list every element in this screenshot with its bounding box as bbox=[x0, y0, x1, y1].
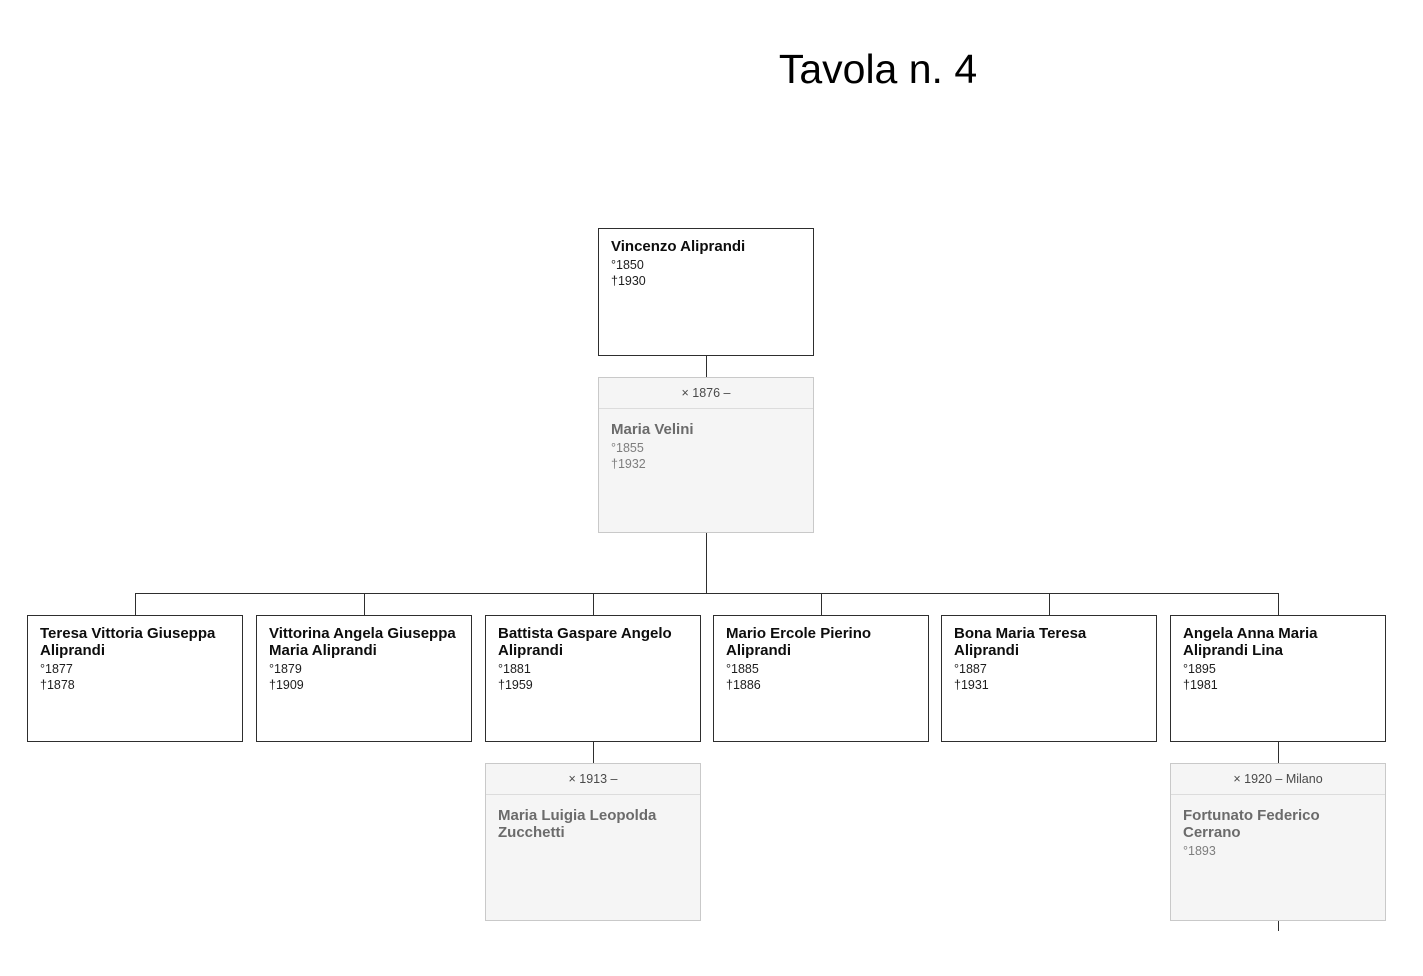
person-death: †1930 bbox=[611, 273, 646, 288]
person-box-child-4: Mario Ercole Pierino Aliprandi °1885 †18… bbox=[713, 615, 929, 742]
connector-drop-child-5 bbox=[1049, 593, 1050, 615]
connector-drop-child-1 bbox=[135, 593, 136, 615]
marriage-header: × 1913 – bbox=[486, 764, 700, 795]
person-name: Mario Ercole Pierino Aliprandi bbox=[726, 625, 872, 659]
person-death: †1886 bbox=[726, 677, 761, 692]
marriage-box-child-3: × 1913 – Maria Luigia Leopolda Zucchetti bbox=[485, 763, 701, 921]
person-death: †1931 bbox=[954, 677, 989, 692]
person-name: Teresa Vittoria Giuseppa Aliprandi bbox=[40, 625, 216, 659]
connector-drop-child-4 bbox=[821, 593, 822, 615]
marriage-box-child-6: × 1920 – Milano Fortunato Federico Cerra… bbox=[1170, 763, 1386, 921]
person-name: Battista Gaspare Angelo Aliprandi bbox=[498, 625, 672, 659]
person-box-child-3: Battista Gaspare Angelo Aliprandi °1881 … bbox=[485, 615, 701, 742]
person-dates: °1887 †1931 bbox=[954, 662, 1144, 693]
person-box-child-1: Teresa Vittoria Giuseppa Aliprandi °1877… bbox=[27, 615, 243, 742]
person-birth: °1879 bbox=[269, 662, 302, 676]
connector-drop-child-2 bbox=[364, 593, 365, 615]
person-box-child-6: Angela Anna Maria Aliprandi Lina °1895 †… bbox=[1170, 615, 1386, 742]
person-death: †1981 bbox=[1183, 677, 1218, 692]
person-dates: °1877 †1878 bbox=[40, 662, 230, 693]
person-name: Vincenzo Aliprandi bbox=[611, 238, 746, 255]
person-birth: °1887 bbox=[954, 662, 987, 676]
person-birth: °1885 bbox=[726, 662, 759, 676]
connector-marriage-to-bus bbox=[706, 533, 707, 593]
spouse-birth: °1893 bbox=[1183, 844, 1216, 858]
person-death: †1959 bbox=[498, 677, 533, 692]
person-death: †1909 bbox=[269, 677, 304, 692]
marriage-box-root: × 1876 – Maria Velini °1855 †1932 bbox=[598, 377, 814, 533]
connector-children-bus bbox=[135, 593, 1278, 594]
person-box-child-2: Vittorina Angela Giuseppa Maria Aliprand… bbox=[256, 615, 472, 742]
spouse-birth: °1855 bbox=[611, 441, 644, 455]
person-dates: °1881 †1959 bbox=[498, 662, 688, 693]
person-dates: °1895 †1981 bbox=[1183, 662, 1373, 693]
spouse-details: Fortunato Federico Cerrano °1893 bbox=[1171, 795, 1385, 860]
spouse-death: †1932 bbox=[611, 456, 646, 471]
person-birth: °1850 bbox=[611, 258, 644, 272]
person-death: †1878 bbox=[40, 677, 75, 692]
person-dates: °1885 †1886 bbox=[726, 662, 916, 693]
person-birth: °1877 bbox=[40, 662, 73, 676]
person-birth: °1895 bbox=[1183, 662, 1216, 676]
person-dates: °1850 †1930 bbox=[611, 258, 801, 289]
spouse-details: Maria Velini °1855 †1932 bbox=[599, 409, 813, 472]
connector-drop-child-3 bbox=[593, 593, 594, 615]
connector-root-to-marriage bbox=[706, 356, 707, 377]
marriage-header: × 1876 – bbox=[599, 378, 813, 409]
chart-title: Tavola n. 4 bbox=[778, 46, 978, 92]
spouse-name: Fortunato Federico Cerrano bbox=[1183, 807, 1320, 841]
person-box-child-5: Bona Maria Teresa Aliprandi °1887 †1931 bbox=[941, 615, 1157, 742]
connector-drop-child-6 bbox=[1278, 593, 1279, 615]
connector-continuation-stub bbox=[1278, 921, 1279, 931]
spouse-details: Maria Luigia Leopolda Zucchetti bbox=[486, 795, 700, 841]
person-name: Vittorina Angela Giuseppa Maria Aliprand… bbox=[269, 625, 456, 659]
spouse-dates: °1855 †1932 bbox=[611, 441, 801, 472]
connector-child3-to-marriage bbox=[593, 742, 594, 763]
connector-child6-to-marriage bbox=[1278, 742, 1279, 763]
spouse-dates: °1893 bbox=[1183, 844, 1373, 860]
person-dates: °1879 †1909 bbox=[269, 662, 459, 693]
person-name: Bona Maria Teresa Aliprandi bbox=[954, 625, 1087, 659]
spouse-name: Maria Velini bbox=[611, 421, 694, 438]
person-birth: °1881 bbox=[498, 662, 531, 676]
marriage-header: × 1920 – Milano bbox=[1171, 764, 1385, 795]
person-box-root: Vincenzo Aliprandi °1850 †1930 bbox=[598, 228, 814, 356]
person-name: Angela Anna Maria Aliprandi Lina bbox=[1183, 625, 1318, 659]
spouse-name: Maria Luigia Leopolda Zucchetti bbox=[498, 807, 657, 841]
